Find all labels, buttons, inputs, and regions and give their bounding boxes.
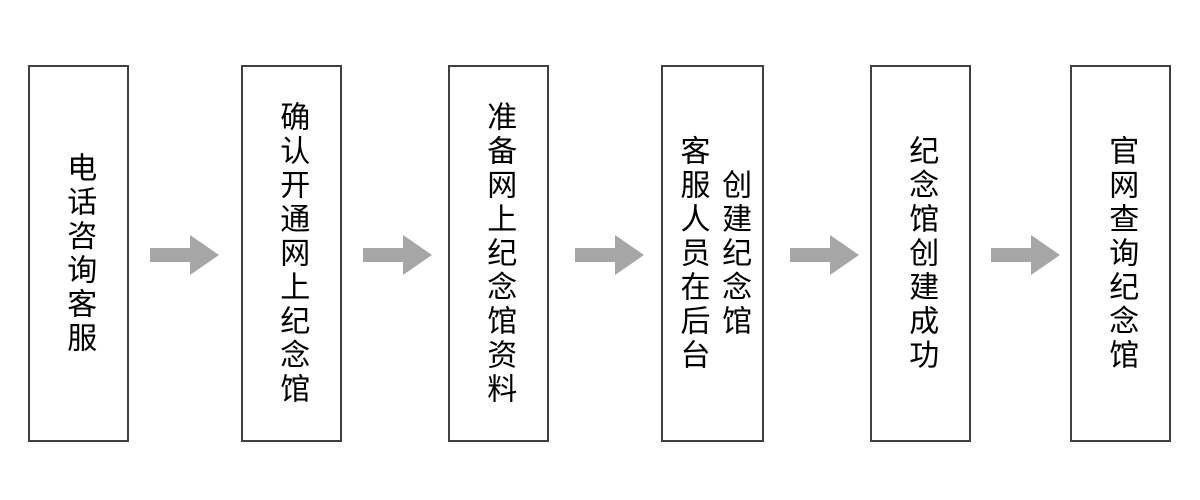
- flow-node-step-6-label: 官网查询纪念馆: [1104, 134, 1138, 373]
- flow-node-step-4[interactable]: 客服人员在后台 创建纪念馆: [661, 65, 764, 442]
- flow-node-step-1-label: 电话咨询客服: [62, 151, 96, 356]
- flow-node-step-4-label-col2: 创建纪念馆: [717, 168, 751, 339]
- flow-node-step-4-label-col1: 客服人员在后台: [675, 134, 709, 373]
- flow-node-step-3-label: 准备网上纪念馆资料: [482, 100, 516, 407]
- flow-arrow-1: [150, 235, 219, 275]
- flow-node-step-2-label: 确认开通网上纪念馆: [275, 100, 309, 407]
- flow-arrow-2: [363, 235, 432, 275]
- flow-arrow-3: [575, 235, 644, 275]
- flow-arrow-4: [790, 235, 859, 275]
- flow-node-step-5-label: 纪念馆创建成功: [904, 134, 938, 373]
- flow-node-step-2[interactable]: 确认开通网上纪念馆: [241, 65, 342, 442]
- flow-node-step-6[interactable]: 官网查询纪念馆: [1070, 65, 1171, 442]
- flow-arrow-5: [991, 235, 1060, 275]
- flow-node-step-3[interactable]: 准备网上纪念馆资料: [448, 65, 549, 442]
- flow-node-step-1[interactable]: 电话咨询客服: [28, 65, 129, 442]
- flow-node-step-5[interactable]: 纪念馆创建成功: [870, 65, 971, 442]
